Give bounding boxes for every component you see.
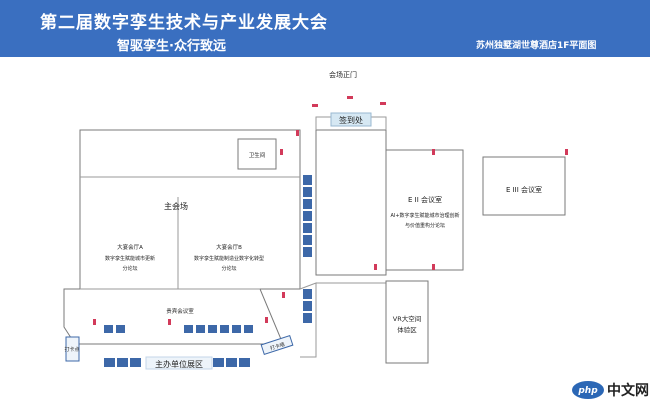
page-header: 第二届数字孪生技术与产业发展大会 智驱孪生·众行致远 苏州独墅湖世尊酒店1F平面… xyxy=(0,0,650,57)
door-marker xyxy=(280,149,283,155)
booth xyxy=(303,289,312,299)
hall-b-name: 大宴会厅B xyxy=(216,243,242,251)
vr-area-line2: 体验区 xyxy=(397,325,417,334)
booth-row-vip xyxy=(184,325,253,333)
door-marker xyxy=(432,264,435,270)
exhibit-label-bg xyxy=(145,356,213,370)
vip-room-label: 贵宾会议室 xyxy=(166,307,194,315)
door-marker xyxy=(282,292,285,298)
door-marker xyxy=(296,130,299,136)
watermark-badge xyxy=(572,381,604,399)
bottom-booth-label: 打卡墙 xyxy=(269,341,285,352)
watermark-badge-text: php xyxy=(577,386,598,396)
booth xyxy=(196,325,205,333)
main-hall-outline xyxy=(63,129,301,345)
door-marker xyxy=(374,264,377,270)
booth xyxy=(213,358,224,367)
main-hall-label: 主会场 xyxy=(164,201,188,211)
booth xyxy=(244,325,253,333)
door-marker xyxy=(168,319,171,325)
booth xyxy=(303,199,312,209)
signin-label: 签到处 xyxy=(339,115,363,125)
door-marker xyxy=(565,149,568,155)
restroom-label: 卫生间 xyxy=(249,151,266,159)
booth xyxy=(130,358,141,367)
event-slogan: 智驱孪生·众行致远 xyxy=(117,39,226,54)
lower-corridor xyxy=(299,282,317,358)
hall-a-sub: 分论坛 xyxy=(122,265,137,272)
door-marker xyxy=(312,104,318,107)
booth xyxy=(104,358,115,367)
door-marker xyxy=(265,317,268,323)
booth xyxy=(226,358,237,367)
booth xyxy=(208,325,217,333)
hall-b-desc: 数字孪生赋能制造业数字化转型 xyxy=(194,255,264,262)
booth-row-vip-left xyxy=(104,325,125,333)
hall-b-sub: 分论坛 xyxy=(221,265,236,272)
left-booth xyxy=(65,336,80,362)
booth xyxy=(116,325,125,333)
booth xyxy=(104,325,113,333)
booth xyxy=(232,325,241,333)
exhibit-booths xyxy=(104,358,250,367)
booth xyxy=(303,313,312,323)
booth xyxy=(303,211,312,221)
room-e3-box xyxy=(482,156,566,216)
door-marker xyxy=(432,149,435,155)
watermark-text: 中文网 xyxy=(607,382,649,399)
door-markers xyxy=(93,96,568,325)
room-e2-box xyxy=(385,149,464,271)
room-e2-name: E II 会议室 xyxy=(408,195,442,204)
door-marker xyxy=(93,319,96,325)
room-e2-desc: AI+数字孪生赋能城市治理创新 xyxy=(390,212,459,219)
floor-plan: 会场正门 签到处 卫生间 主会场 大宴会厅A 数字孪生赋能城市更新 分论坛 大宴… xyxy=(63,70,649,399)
hall-a-name: 大宴会厅A xyxy=(117,243,143,251)
restroom-box xyxy=(237,138,277,170)
booth xyxy=(303,175,312,185)
entrance-label: 会场正门 xyxy=(329,70,357,79)
booth xyxy=(303,187,312,197)
vr-area-box xyxy=(385,280,429,364)
booth xyxy=(184,325,193,333)
watermark: php 中文网 xyxy=(572,381,649,399)
signin-desk xyxy=(330,112,372,127)
floor-plan-title: 苏州独墅湖世尊酒店1F平面图 xyxy=(476,41,597,51)
left-booth-label: 打卡点 xyxy=(64,346,79,353)
event-title: 第二届数字孪生技术与产业发展大会 xyxy=(40,13,328,33)
vr-area-line1: VR大空间 xyxy=(393,314,421,323)
booth xyxy=(303,247,312,257)
booth-column xyxy=(303,175,312,323)
corridor-box xyxy=(315,129,387,276)
exhibit-label: 主办单位展区 xyxy=(155,359,203,369)
booth xyxy=(117,358,128,367)
booth xyxy=(220,325,229,333)
bottom-booth xyxy=(260,334,294,356)
door-marker xyxy=(347,96,353,99)
booth xyxy=(239,358,250,367)
booth xyxy=(303,223,312,233)
booth xyxy=(303,301,312,311)
hall-a-desc: 数字孪生赋能城市更新 xyxy=(105,255,155,262)
room-e2-sub: 与价值重构分论坛 xyxy=(405,222,445,229)
room-e3-name: E III 会议室 xyxy=(506,185,542,194)
booth xyxy=(303,235,312,245)
door-marker xyxy=(380,102,386,105)
